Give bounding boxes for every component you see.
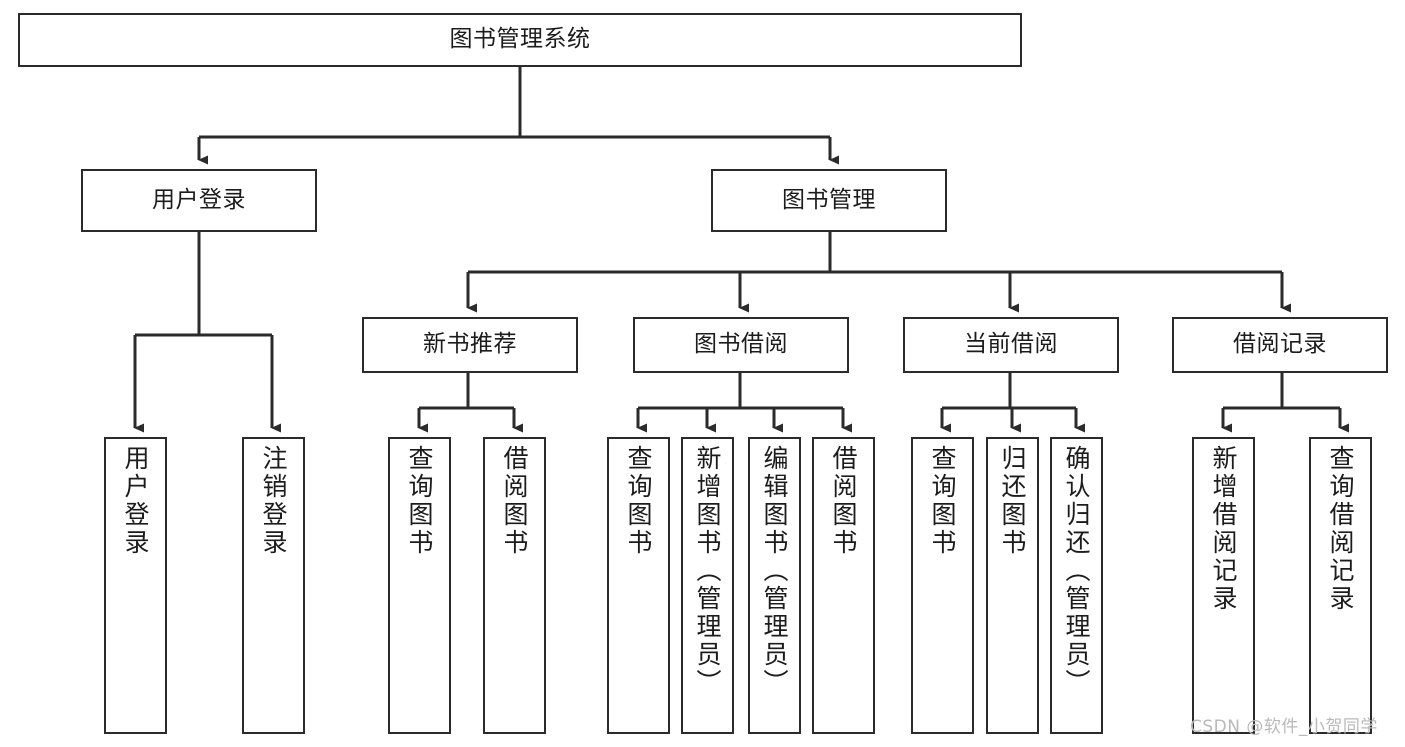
node-label: 用户登录 <box>121 445 150 557</box>
node-label: 注销登录 <box>259 445 288 557</box>
leaf-edit-book-admin[interactable]: 编辑图书（管理员） <box>748 437 801 734</box>
leaf-logout-login[interactable]: 注销登录 <box>242 437 305 734</box>
leaf-query-book-recommend[interactable]: 查询图书 <box>388 437 451 734</box>
node-current-borrow[interactable]: 当前借阅 <box>903 317 1119 373</box>
leaf-user-login[interactable]: 用户登录 <box>104 437 167 734</box>
leaf-add-borrow-record[interactable]: 新增借阅记录 <box>1192 437 1255 734</box>
node-label: 借阅记录 <box>1233 331 1327 358</box>
node-borrow-record[interactable]: 借阅记录 <box>1172 317 1388 373</box>
node-label: 图书管理 <box>782 186 876 213</box>
node-label: 图书管理系统 <box>449 26 591 53</box>
csdn-watermark: CSDN @软件_小贺同学 <box>1190 717 1378 737</box>
node-label: 用户登录 <box>152 186 246 213</box>
node-label: 查询图书 <box>405 445 434 557</box>
node-label: 图书借阅 <box>694 331 788 358</box>
node-label: 新增借阅记录 <box>1209 445 1238 613</box>
node-label: 当前借阅 <box>964 331 1058 358</box>
leaf-add-book-admin[interactable]: 新增图书（管理员） <box>681 437 734 734</box>
node-book-borrow[interactable]: 图书借阅 <box>633 317 849 373</box>
node-label: 新书推荐 <box>423 331 517 358</box>
node-label: 查询借阅记录 <box>1326 445 1355 613</box>
node-label: 查询图书 <box>928 445 957 557</box>
node-label: 编辑图书（管理员） <box>760 445 789 697</box>
node-label: 查询图书 <box>624 445 653 557</box>
node-label: 归还图书 <box>998 445 1027 557</box>
node-label: 确认归还（管理员） <box>1062 445 1091 697</box>
leaf-confirm-return-admin[interactable]: 确认归还（管理员） <box>1050 437 1103 734</box>
leaf-borrow-book[interactable]: 借阅图书 <box>812 437 875 734</box>
node-user-login[interactable]: 用户登录 <box>81 169 317 232</box>
leaf-query-borrow-record[interactable]: 查询借阅记录 <box>1309 437 1372 734</box>
node-label: 借阅图书 <box>500 445 529 557</box>
leaf-return-book[interactable]: 归还图书 <box>986 437 1039 734</box>
node-label: 借阅图书 <box>829 445 858 557</box>
leaf-borrow-book-recommend[interactable]: 借阅图书 <box>483 437 546 734</box>
node-root-system[interactable]: 图书管理系统 <box>18 13 1022 67</box>
node-new-book-recommend[interactable]: 新书推荐 <box>362 317 578 373</box>
node-book-management[interactable]: 图书管理 <box>711 169 947 232</box>
node-label: 新增图书（管理员） <box>693 445 722 697</box>
leaf-query-book-borrow[interactable]: 查询图书 <box>607 437 670 734</box>
leaf-query-book-current[interactable]: 查询图书 <box>911 437 974 734</box>
